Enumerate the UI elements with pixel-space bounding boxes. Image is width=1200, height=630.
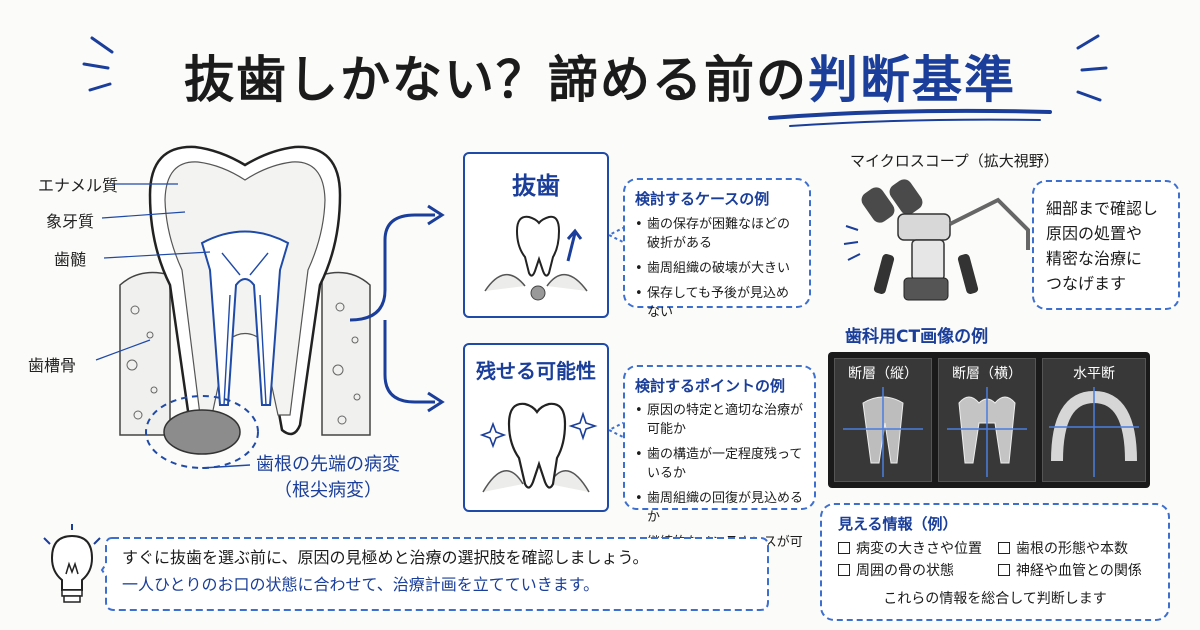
list-item: 歯周組織の回復が見込めるか	[635, 489, 804, 527]
label-bone: 歯槽骨	[28, 356, 77, 375]
label-enamel: エナメル質	[38, 176, 119, 195]
sparkle-icon	[479, 421, 507, 449]
tooth-cross-section	[119, 145, 371, 469]
extraction-title: 抜歯	[512, 172, 560, 200]
anatomy-leader-lines	[95, 183, 211, 361]
preservable-title: 残せる可能性	[476, 359, 596, 383]
checkbox-icon	[998, 542, 1010, 554]
ct-panel-horizontal: 断層（横）	[938, 358, 1036, 482]
ct-panel-vertical: 断層（縦）	[834, 358, 932, 482]
checkbox-icon	[838, 564, 850, 576]
extraction-box: 抜歯	[463, 152, 609, 318]
visible-info-grid: 病変の大きさや位置 歯根の形態や本数 周囲の骨の状態 神経や血管との関係	[838, 538, 1152, 582]
title-decoration	[82, 34, 1108, 127]
checkbox-icon	[838, 542, 850, 554]
bottom-note: すぐに抜歯を選ぶ前に、原因の見極めと治療の選択肢を確認しましょう。 一人ひとりの…	[122, 544, 762, 598]
title-highlight: 判断基準	[808, 51, 1016, 109]
ct-panel-axial: 水平断	[1042, 358, 1146, 482]
checkbox-icon	[998, 564, 1010, 576]
visible-info-summary: これらの情報を総合して判断します	[883, 591, 1107, 607]
microscope-icon	[843, 179, 1030, 301]
extraction-list-title: 検討するケースの例	[635, 190, 770, 208]
preservable-box: 残せる可能性	[463, 343, 609, 512]
lightbulb-icon	[43, 524, 101, 603]
note-line-2: 一人ひとりのお口の状態に合わせて、治療計画を立てていきます。	[122, 575, 600, 594]
microscope-label: マイクロスコープ（拡大視野）	[850, 152, 1059, 170]
extraction-case-list: 検討するケースの例 歯の保存が困難なほどの破折がある 歯周組織の破壊が大きい 保…	[623, 178, 811, 320]
list-item: 歯の保存が困難なほどの破折がある	[635, 215, 799, 253]
sparkle-icon	[568, 411, 598, 441]
label-lesion: 歯根の先端の病変 （根尖病変）	[256, 454, 400, 501]
checklist-item: 周囲の骨の状態	[838, 560, 998, 582]
label-pulp: 歯髄	[54, 250, 87, 269]
title-main: 抜歯しかない？諦める前の	[184, 51, 808, 109]
ct-image-frame: 断層（縦） 断層（横） 水平断	[828, 352, 1150, 488]
preservable-list-title: 検討するポイントの例	[635, 377, 786, 395]
healthy-tooth-icon	[479, 402, 598, 493]
branch-arrows	[349, 204, 445, 413]
preservable-point-list: 検討するポイントの例 原因の特定と適切な治療が可能か 歯の構造が一定程度残ってい…	[623, 365, 816, 569]
checklist-item: 病変の大きさや位置	[838, 538, 998, 560]
note-bubble	[100, 537, 769, 611]
checklist-item: 歯根の形態や本数	[998, 538, 1158, 560]
list-item: 歯周組織の破壊が大きい	[635, 259, 799, 278]
label-dentin: 象牙質	[46, 212, 95, 231]
visible-info-box: 見える情報（例） 病変の大きさや位置 歯根の形態や本数 周囲の骨の状態 神経や血…	[820, 503, 1170, 621]
microscope-bubble: 細部まで確認し 原因の処置や 精密な治療に つなげます	[1032, 180, 1180, 310]
page-title: 抜歯しかない？諦める前の判断基準	[0, 40, 1200, 112]
arrow-up-icon	[566, 228, 583, 262]
list-item: 歯の構造が一定程度残っているか	[635, 445, 804, 483]
tooth-icon	[484, 215, 588, 301]
note-line-1: すぐに抜歯を選ぶ前に、原因の見極めと治療の選択肢を確認しましょう。	[122, 548, 649, 567]
list-item: 保存しても予後が見込めない	[635, 284, 799, 322]
ct-title: 歯科用CT画像の例	[845, 327, 989, 347]
list-item: 原因の特定と適切な治療が可能か	[635, 401, 804, 439]
checklist-item: 神経や血管との関係	[998, 560, 1158, 582]
visible-info-title: 見える情報（例）	[838, 515, 958, 533]
